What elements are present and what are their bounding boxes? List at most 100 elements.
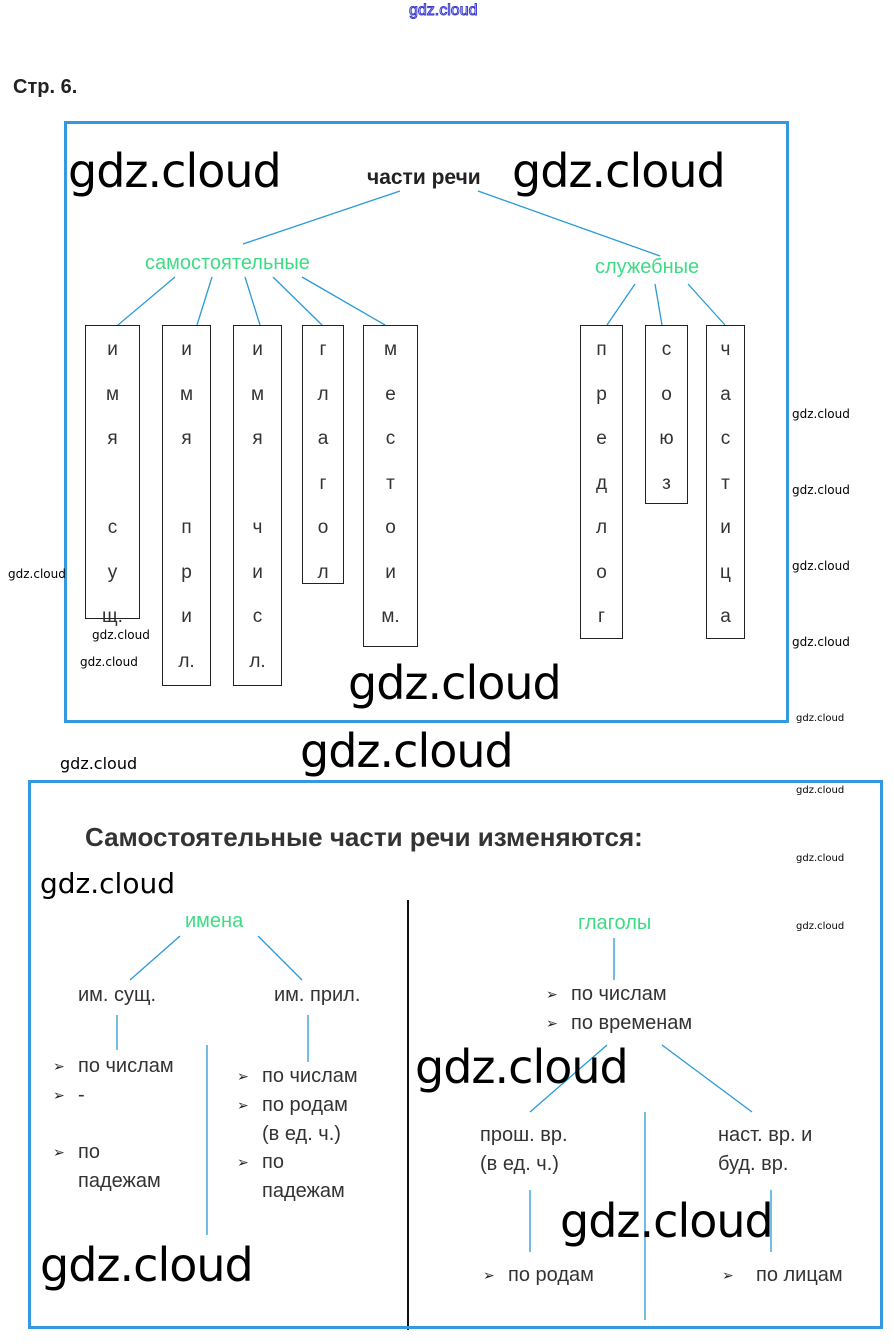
- noun-item: падежам: [78, 1170, 161, 1192]
- adj-label: им. прил.: [274, 984, 361, 1006]
- parts-of-speech-frame: [64, 121, 789, 723]
- past-item: по родам: [508, 1264, 594, 1286]
- letter: п: [596, 339, 607, 360]
- letter: с: [661, 339, 672, 360]
- letter: и: [385, 561, 396, 583]
- page-label: Стр. 6.: [13, 76, 78, 98]
- letter: щ.: [102, 606, 123, 627]
- letter: и: [107, 339, 118, 360]
- watermark: gdz.cloud: [415, 1040, 629, 1094]
- site-header-logo[interactable]: gdz.cloud: [409, 2, 478, 20]
- adj-item: по родам: [262, 1094, 348, 1116]
- bullet-arrow-icon: ➢: [53, 1058, 65, 1074]
- letter: г: [319, 472, 327, 494]
- letter: р: [596, 383, 607, 405]
- letter: с: [385, 428, 396, 449]
- letter: я: [107, 428, 118, 449]
- present-tense: буд. вр.: [718, 1153, 789, 1175]
- watermark: gdz.cloud: [512, 144, 726, 198]
- watermark: gdz.cloud: [792, 635, 850, 649]
- letter: р: [181, 561, 192, 583]
- letter: а: [720, 606, 731, 627]
- verb-item: по числам: [571, 983, 667, 1005]
- letter: з: [662, 472, 671, 494]
- letter: и: [252, 339, 263, 360]
- letter: ю: [659, 428, 674, 449]
- group-independent: самостоятельные: [145, 252, 310, 274]
- letter: л: [317, 383, 329, 405]
- letter: л.: [178, 650, 195, 672]
- letter: п: [181, 517, 192, 538]
- watermark: gdz.cloud: [60, 754, 138, 773]
- bullet-arrow-icon: ➢: [722, 1267, 734, 1283]
- bullet-arrow-icon: ➢: [237, 1154, 249, 1170]
- letter: л.: [249, 650, 266, 672]
- letter: а: [720, 383, 731, 405]
- letter: г: [319, 339, 327, 360]
- diagram2-title: Самостоятельные части речи изменяются:: [85, 822, 643, 852]
- watermark: gdz.cloud: [796, 853, 845, 864]
- noun-item: по: [78, 1141, 100, 1163]
- watermark: gdz.cloud: [80, 655, 138, 669]
- names-label: имена: [185, 910, 244, 932]
- watermark: gdz.cloud: [92, 628, 150, 642]
- letter: м.: [381, 606, 400, 627]
- bullet-arrow-icon: ➢: [546, 1015, 558, 1031]
- bullet-arrow-icon: ➢: [53, 1144, 65, 1160]
- watermark: gdz.cloud: [796, 921, 845, 932]
- watermark: gdz.cloud: [348, 656, 562, 710]
- letter: и: [720, 517, 731, 538]
- letter: и: [181, 606, 192, 627]
- watermark: gdz.cloud: [792, 483, 850, 497]
- bullet-arrow-icon: ➢: [237, 1097, 249, 1113]
- watermark: gdz.cloud: [792, 407, 850, 421]
- letter: е: [385, 383, 396, 405]
- letter: т: [386, 472, 395, 494]
- past-tense: прош. вр.: [480, 1124, 568, 1146]
- part-of-speech-box: с о ю з: [645, 325, 688, 504]
- noun-item: -: [78, 1084, 85, 1106]
- letter: с: [107, 517, 118, 538]
- letter: о: [661, 383, 672, 405]
- letter: д: [595, 472, 608, 494]
- letter: т: [721, 472, 730, 494]
- watermark: gdz.cloud: [8, 567, 66, 581]
- past-tense: (в ед. ч.): [480, 1153, 559, 1175]
- letter: м: [250, 383, 265, 405]
- letter: л: [595, 517, 608, 538]
- watermark: gdz.cloud: [796, 713, 845, 724]
- noun-item: по числам: [78, 1055, 174, 1077]
- present-tense: наст. вр. и: [718, 1124, 813, 1146]
- watermark: gdz.cloud: [40, 867, 175, 900]
- watermark: gdz.cloud: [40, 1238, 254, 1292]
- letter: с: [720, 428, 731, 449]
- letter: г: [598, 606, 605, 627]
- watermark: gdz.cloud: [68, 144, 282, 198]
- bullet-arrow-icon: ➢: [237, 1068, 249, 1084]
- part-of-speech-box: и м я п р и л.: [162, 325, 211, 686]
- letter: о: [317, 517, 329, 538]
- letter: ц: [720, 561, 731, 583]
- present-item: по лицам: [756, 1264, 843, 1286]
- group-auxiliary: служебные: [595, 256, 700, 278]
- adj-item: по числам: [262, 1065, 358, 1087]
- adj-item: по: [262, 1151, 284, 1173]
- letter: м: [179, 383, 194, 405]
- watermark: gdz.cloud: [796, 785, 845, 796]
- watermark: gdz.cloud: [300, 724, 514, 778]
- adj-item: падежам: [262, 1180, 345, 1202]
- letter: м: [105, 383, 120, 405]
- adj-item: (в ед. ч.): [262, 1123, 341, 1145]
- watermark: gdz.cloud: [792, 559, 850, 573]
- letter: и: [181, 339, 192, 360]
- letter: я: [181, 428, 192, 449]
- letter: л: [317, 561, 329, 583]
- bullet-arrow-icon: ➢: [483, 1267, 495, 1283]
